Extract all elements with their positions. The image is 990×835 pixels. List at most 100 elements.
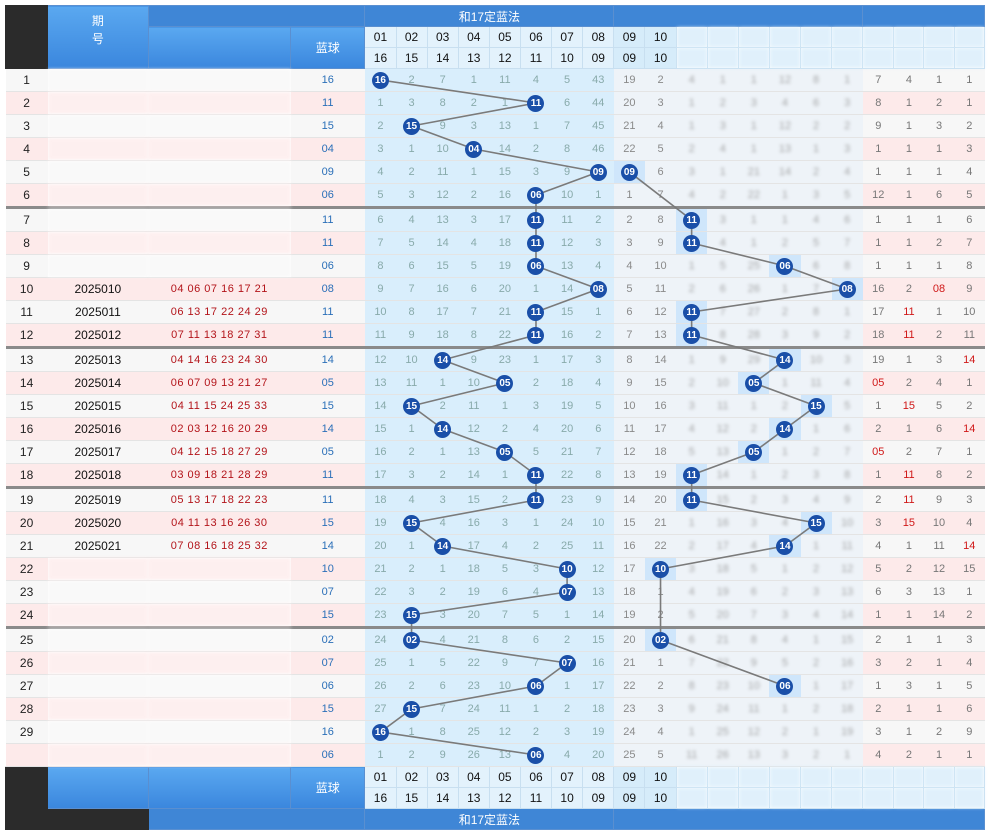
zone1-cell: 2 (396, 160, 428, 184)
zone2-cell: 17 (707, 534, 739, 558)
zone1-cell: 4 (396, 486, 428, 512)
zone2-cell: 11 (800, 371, 832, 395)
zone1-miss: 13 (560, 260, 574, 272)
zone2-cell: 21 (707, 626, 739, 652)
zone2-cell: 25 (613, 743, 645, 767)
zone1-miss: 7 (501, 609, 508, 621)
zone1-cell: 1 (551, 603, 583, 628)
zone2-cell: 16 (644, 394, 677, 418)
stat-cell: 11 (893, 300, 924, 324)
zone1-cell: 4 (458, 231, 490, 255)
zone2-miss: 26 (716, 749, 729, 761)
zone2-miss: 4 (688, 586, 695, 598)
header-num-bottom: 15 (395, 47, 428, 69)
zone1-cell: 17 (427, 300, 459, 324)
zone2-cell: 8 (613, 346, 645, 372)
zone2-cell: 6 (644, 160, 677, 184)
zone1-miss: 21 (560, 446, 574, 458)
zone2-cell: 18 (707, 557, 739, 581)
row-index: 13 (5, 346, 48, 372)
zone2-cell: 6 (707, 277, 739, 301)
zone2-cell: 1 (800, 137, 832, 161)
zone2-cell: 1 (738, 463, 770, 488)
zone1-cell: 14 (551, 277, 583, 301)
stat-cell: 11 (923, 534, 955, 558)
zone2-cell: 4 (831, 160, 863, 184)
zone1-miss: 18 (436, 329, 449, 341)
zone2-cell: 4 (831, 371, 863, 395)
stat-cell: 1 (862, 674, 894, 698)
zone1-cell: 11 (396, 371, 428, 395)
zone2-miss: 7 (813, 283, 820, 295)
header-num-bottom (737, 47, 770, 69)
zone2-miss: 3 (844, 97, 851, 109)
zone2-miss: 12 (778, 74, 792, 86)
red-numbers: 06 07 09 13 21 27 (148, 371, 291, 395)
stat-cell: 1 (923, 254, 955, 278)
zone1-cell: 05 (489, 440, 521, 464)
zone2-cell: 26 (707, 743, 739, 767)
zone1-cell: 1 (582, 183, 614, 208)
row-index: 14 (5, 371, 48, 395)
zone1-cell: 2 (551, 626, 583, 652)
period-header-top: 期 (91, 14, 104, 28)
zone2-cell: 29 (738, 346, 770, 372)
zone2-cell: 1 (738, 114, 770, 138)
blue-ball-marker: 02 (652, 631, 670, 649)
stat-cell: 2 (862, 486, 894, 512)
zone2-miss: 4 (688, 74, 695, 86)
red-numbers: 04 06 07 16 17 21 (148, 277, 291, 301)
zone2-miss: 3 (781, 749, 789, 761)
zone1-miss: 18 (374, 494, 387, 506)
zone1-miss: 9 (377, 283, 384, 295)
zone1-miss: 17 (560, 354, 574, 366)
zone2-cell: 3 (800, 183, 832, 208)
footer-num-top: 09 (613, 766, 646, 788)
zone2-miss: 1 (719, 74, 726, 86)
zone2-miss: 21 (716, 634, 729, 646)
stat-cell: 05 (862, 440, 894, 464)
red-numbers (148, 254, 291, 278)
stat-cell: 10 (954, 300, 985, 324)
zone2-cell: 5 (676, 603, 708, 628)
footer-num-bottom: 11 (519, 787, 553, 809)
stat-cell: 2 (954, 114, 985, 138)
stat-cell: 1 (923, 674, 955, 698)
zone1-miss: 7 (470, 306, 477, 318)
zone1-cell: 4 (364, 160, 396, 184)
zone2-miss: 26 (747, 283, 760, 295)
zone2-miss: 7 (657, 189, 664, 201)
section-title-right (613, 5, 864, 27)
zone2-cell: 8 (707, 323, 739, 348)
zone2-miss: 2 (813, 749, 820, 761)
zone1-miss: 45 (592, 120, 605, 132)
row-index: 6 (5, 183, 48, 208)
zone2-miss: 2 (626, 214, 633, 226)
zone1-miss: 2 (564, 703, 571, 715)
zone2-miss: 2 (781, 306, 789, 318)
stat-cell: 1 (954, 68, 985, 92)
zone1-cell: 06 (520, 254, 552, 278)
zone2-miss: 1 (750, 400, 757, 412)
stat-cell: 1 (862, 254, 894, 278)
blue-ball-marker: 11 (527, 326, 545, 344)
zone2-miss: 4 (657, 120, 664, 132)
zone1-miss: 44 (592, 97, 605, 109)
red-numbers (148, 720, 291, 744)
header-num-top (862, 26, 895, 48)
zone1-cell: 1 (427, 557, 459, 581)
zone1-miss: 22 (560, 469, 574, 481)
zone1-miss: 23 (498, 354, 511, 366)
zone2-miss: 8 (719, 329, 726, 341)
zone2-cell: 12 (738, 720, 770, 744)
header-num-bottom: 14 (426, 47, 459, 69)
row-index: 9 (5, 254, 48, 278)
blue-ball-value: 15 (290, 697, 365, 721)
blue-ball-value: 05 (290, 440, 365, 464)
red-numbers (148, 114, 291, 138)
zone2-miss: 21 (623, 657, 636, 669)
zone1-miss: 19 (498, 260, 511, 272)
zone2-miss: 8 (750, 634, 757, 646)
footer-num-top (953, 766, 986, 788)
